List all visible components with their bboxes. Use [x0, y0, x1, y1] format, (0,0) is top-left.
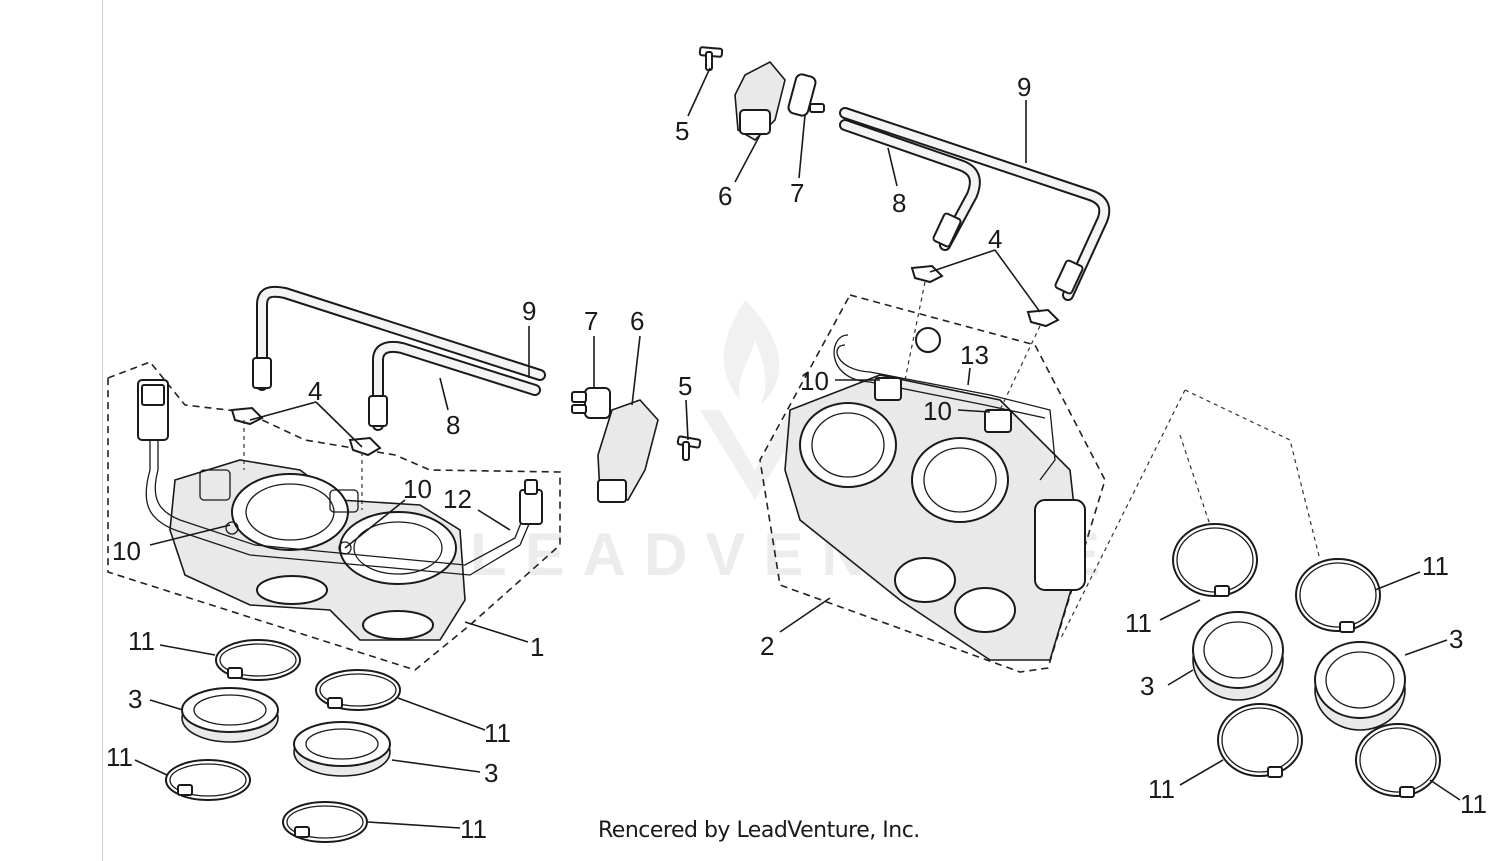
callout-3-right-b: 3	[1449, 624, 1463, 654]
throttle-body-left-group	[107, 361, 561, 671]
sensor-left	[571, 387, 702, 503]
callout-8-right: 8	[892, 188, 906, 218]
callout-9-right: 9	[1017, 72, 1031, 102]
leader-lines	[134, 67, 1461, 829]
callout-13: 13	[960, 340, 989, 370]
callout-7-right: 7	[790, 178, 804, 208]
callout-2: 2	[760, 631, 774, 661]
hose-clips-left	[230, 406, 382, 510]
callout-3-right-a: 3	[1140, 671, 1154, 701]
callout-4-left: 4	[308, 376, 322, 406]
callout-5-right: 5	[675, 116, 689, 146]
callout-11-left-c: 11	[484, 718, 511, 748]
callout-11-left-d: 11	[460, 814, 487, 844]
render-credit: Rencered by LeadVenture, Inc.	[598, 818, 920, 843]
sensor-right	[698, 46, 825, 142]
callout-11-right-d: 11	[1460, 789, 1487, 819]
callout-6-left: 6	[630, 306, 644, 336]
callout-11-left-b: 11	[106, 742, 133, 772]
callout-7-left: 7	[584, 306, 598, 336]
callout-10-right-a: 10	[800, 366, 829, 396]
vacuum-tubes-right	[839, 107, 1111, 301]
callout-11-left-a: 11	[128, 626, 155, 656]
callout-4-right: 4	[988, 224, 1002, 254]
intake-boots-left	[165, 639, 401, 843]
callout-10-left-a: 10	[112, 536, 141, 566]
callout-10-right-b: 10	[923, 396, 952, 426]
callout-9-left: 9	[522, 296, 536, 326]
callout-12: 12	[443, 484, 472, 514]
callout-1: 1	[530, 632, 544, 662]
callout-11-right-b: 11	[1422, 551, 1449, 581]
callout-11-right-c: 11	[1148, 774, 1175, 804]
vacuum-tubes-left	[252, 285, 546, 431]
intake-boots-right	[1059, 389, 1441, 798]
callout-6-right: 6	[718, 181, 732, 211]
watermark-logo	[700, 300, 810, 500]
callout-3-left-a: 3	[128, 684, 142, 714]
throttle-body-right-group	[759, 294, 1106, 673]
callout-3-left-b: 3	[484, 758, 498, 788]
callout-5-left: 5	[678, 371, 692, 401]
page-margin-line	[102, 0, 103, 861]
callout-labels: 1 4 9 8 7 6 5 10 10 12 11 3 11 11 3 11 2…	[106, 72, 1487, 844]
callout-10-left-b: 10	[403, 474, 432, 504]
callout-8-left: 8	[446, 410, 460, 440]
callout-11-right-a: 11	[1125, 608, 1152, 638]
